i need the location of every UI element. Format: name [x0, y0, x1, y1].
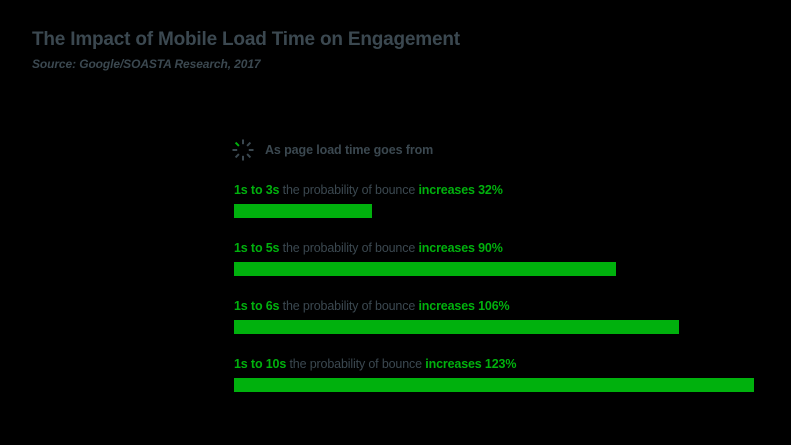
- chart-bar-row: 1s to 5s the probability of bounce incre…: [234, 240, 754, 276]
- chart-header: The Impact of Mobile Load Time on Engage…: [32, 28, 732, 72]
- chart-bar-row: 1s to 10s the probability of bounce incr…: [234, 356, 754, 392]
- bar-range-label: 1s to 3s: [234, 183, 280, 197]
- bar-middle-text: the probability of bounce: [279, 299, 419, 313]
- bar-chart: As page load time goes from 1s to 3s the…: [232, 138, 754, 392]
- bar-fill: [234, 378, 754, 392]
- bar-fill: [234, 204, 372, 218]
- bar-track: [234, 204, 754, 218]
- bar-value-label: increases 123%: [425, 357, 517, 371]
- bar-track: [234, 320, 754, 334]
- bar-caption: 1s to 3s the probability of bounce incre…: [234, 182, 754, 198]
- chart-bar-row: 1s to 6s the probability of bounce incre…: [234, 298, 754, 334]
- bar-track: [234, 262, 754, 276]
- chart-intro-row: As page load time goes from: [232, 138, 754, 162]
- bar-caption: 1s to 10s the probability of bounce incr…: [234, 356, 754, 372]
- chart-source-subtitle: Source: Google/SOASTA Research, 2017: [32, 57, 261, 71]
- chart-intro-label: As page load time goes from: [265, 143, 434, 157]
- chart-bar-row: 1s to 3s the probability of bounce incre…: [234, 182, 754, 218]
- bar-range-label: 1s to 5s: [234, 241, 280, 255]
- bar-value-label: increases 32%: [418, 183, 503, 197]
- bar-range-label: 1s to 10s: [234, 357, 287, 371]
- bar-middle-text: the probability of bounce: [279, 241, 419, 255]
- bar-caption: 1s to 6s the probability of bounce incre…: [234, 298, 754, 314]
- page-title: The Impact of Mobile Load Time on Engage…: [32, 29, 460, 50]
- bar-range-label: 1s to 6s: [234, 299, 280, 313]
- bar-fill: [234, 320, 680, 334]
- loading-spinner-icon: [232, 139, 254, 161]
- bar-track: [234, 378, 754, 392]
- bar-caption: 1s to 5s the probability of bounce incre…: [234, 240, 754, 256]
- bar-value-label: increases 106%: [418, 299, 510, 313]
- bar-value-label: increases 90%: [418, 241, 503, 255]
- bar-middle-text: the probability of bounce: [279, 183, 419, 197]
- bar-middle-text: the probability of bounce: [286, 357, 426, 371]
- bar-fill: [234, 262, 617, 276]
